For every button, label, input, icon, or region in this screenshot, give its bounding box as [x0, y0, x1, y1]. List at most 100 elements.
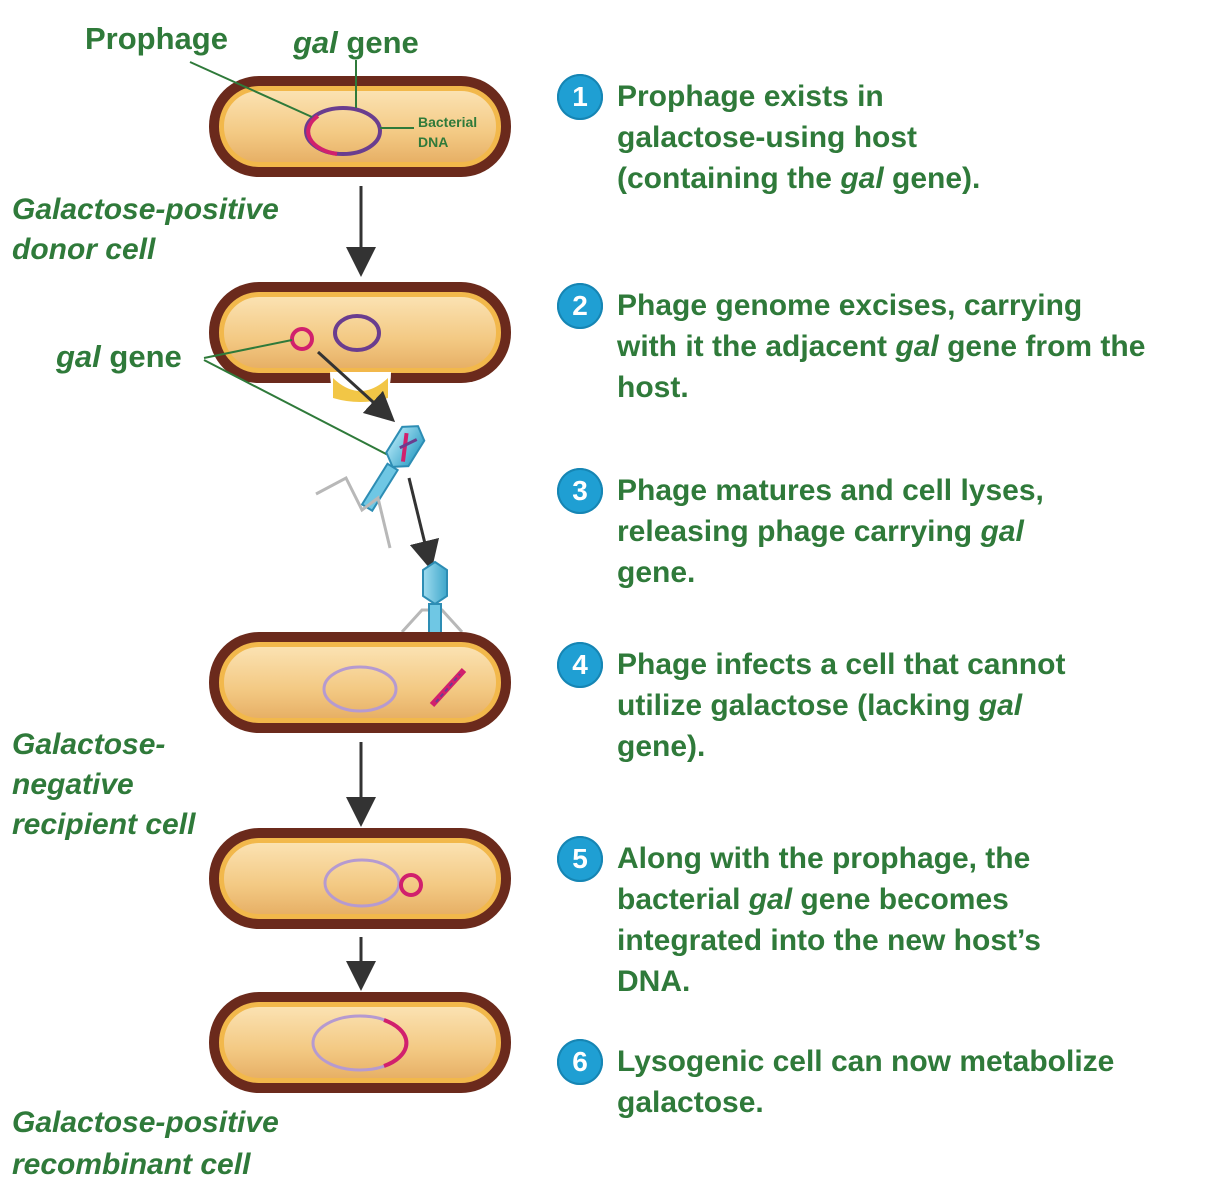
- excised-phage-dna: [290, 327, 314, 351]
- bacterial-dna-ring: [323, 858, 401, 908]
- donor-caption-line-1: Galactose-positive: [12, 193, 279, 226]
- gal-gene-label-side: gal gene: [56, 338, 182, 375]
- step-number-badge: 2: [557, 283, 603, 329]
- step-number-badge: 5: [557, 836, 603, 882]
- step-text-run: gene.: [617, 556, 696, 589]
- step-line: gene).: [617, 726, 1065, 767]
- bacterial-dna-ring: [304, 106, 382, 156]
- step-text-run: galactose-using host: [617, 121, 918, 154]
- injected-phage-dna-inner: [435, 673, 461, 703]
- gal-italic: gal: [748, 883, 793, 916]
- prophage-segment: [306, 114, 338, 156]
- step-text-run: DNA.: [617, 965, 691, 998]
- step-text-run: host.: [617, 371, 689, 404]
- phage-tail-fibers: [315, 475, 392, 549]
- gal-italic: gal: [56, 339, 101, 374]
- step-text: Along with the prophage, the bacterial ga…: [617, 838, 1041, 1002]
- gal-gene-side-leader-2: [203, 359, 391, 457]
- step-text-run: Phage matures and cell lyses,: [617, 474, 1044, 507]
- step-line: bacterial gal gene becomes: [617, 879, 1041, 920]
- step-2: 2 Phage genome excises, carrying with it …: [557, 283, 1225, 408]
- step-text-run: Prophage exists in: [617, 80, 884, 113]
- step-text: Lysogenic cell can now metabolize galacto…: [617, 1041, 1114, 1123]
- step-text: Phage matures and cell lyses, releasing p…: [617, 470, 1044, 593]
- step-1: 1 Prophage exists in galactose-using host…: [557, 74, 1225, 199]
- recipient-cell: [209, 632, 511, 733]
- step-line: Prophage exists in: [617, 76, 980, 117]
- donor-caption-line-2: donor cell: [12, 233, 156, 266]
- step-text-run: releasing phage carrying: [617, 515, 981, 548]
- recombinant-caption: Galactose-positive recombinant cell: [12, 1102, 279, 1186]
- phage-gal-circle: [399, 873, 423, 897]
- gal-italic: gal: [895, 330, 939, 363]
- released-phage: [360, 425, 426, 513]
- step-5: 5 Along with the prophage, the bacterial …: [557, 836, 1225, 1002]
- step-line: DNA.: [617, 961, 1041, 1002]
- step-line: galactose-using host: [617, 117, 980, 158]
- step-line: releasing phage carrying gal: [617, 511, 1044, 552]
- step-text-run: Along with the prophage, the: [617, 842, 1031, 875]
- step-text-run: galactose.: [617, 1086, 764, 1119]
- step-text: Phage infects a cell that cannot utilize …: [617, 644, 1065, 767]
- step-text-run: gene).: [617, 730, 706, 763]
- step-text-run: integrated into the new host’s: [617, 924, 1041, 957]
- donor-caption: Galactose-positive donor cell: [12, 190, 279, 270]
- step-text-run: gene becomes: [792, 883, 1009, 916]
- step-line: host.: [617, 367, 1145, 408]
- gal-gene-label-top: gal gene: [293, 24, 419, 61]
- recombinant-cell: [209, 992, 511, 1093]
- bacterial-dna-line-1: Bacterial: [418, 114, 478, 130]
- gal-italic: gal: [978, 689, 1023, 722]
- gene-word: gene: [337, 25, 419, 60]
- step-text: Prophage exists in galactose-using host (c…: [617, 76, 980, 199]
- recombinant-caption-line-1: Galactose-positive: [12, 1106, 279, 1139]
- step-line: utilize galactose (lacking gal: [617, 685, 1065, 726]
- step-text-run: Phage infects a cell that cannot: [617, 648, 1066, 681]
- step-line: Along with the prophage, the: [617, 838, 1041, 879]
- integrated-prophage-segment: [383, 1018, 409, 1068]
- step-line: (containing the gal gene).: [617, 158, 980, 199]
- step-line: Lysogenic cell can now metabolize: [617, 1041, 1114, 1082]
- step-line: galactose.: [617, 1082, 1114, 1123]
- recombinant-caption-line-2: recombinant cell: [12, 1148, 251, 1181]
- step-line: integrated into the new host’s: [617, 920, 1041, 961]
- step-6: 6 Lysogenic cell can now metabolize galac…: [557, 1039, 1225, 1123]
- arrow-to-recipient: [407, 477, 440, 571]
- bacterial-dna-ring: [333, 314, 381, 352]
- recipient-caption: Galactose- negative recipient cell: [12, 725, 195, 845]
- step-3: 3 Phage matures and cell lyses, releasing…: [557, 468, 1225, 593]
- gal-italic: gal: [293, 25, 338, 60]
- step-text: Phage genome excises, carrying with it th…: [617, 285, 1145, 408]
- step-number-badge: 1: [557, 74, 603, 120]
- step-line: gene.: [617, 552, 1044, 593]
- arrow-release: [316, 350, 396, 423]
- gal-italic: gal: [980, 515, 1024, 548]
- step-line: Phage matures and cell lyses,: [617, 470, 1044, 511]
- gal-gene-side-leader-1: [203, 339, 293, 359]
- integrating-cell: [209, 828, 511, 929]
- recipient-caption-line-2: negative: [12, 768, 134, 801]
- step-text-run: gene from the: [938, 330, 1146, 363]
- step-line: with it the adjacent gal gene from the: [617, 326, 1145, 367]
- prophage-label: Prophage: [85, 21, 228, 56]
- step-text-run: bacterial: [617, 883, 749, 916]
- step-text-run: Lysogenic cell can now metabolize: [617, 1045, 1115, 1078]
- step-text-run: with it the adjacent: [617, 330, 896, 363]
- bacterial-dna-line-2: DNA: [418, 134, 449, 150]
- lysing-cell: [209, 282, 511, 402]
- step-line: Phage infects a cell that cannot: [617, 644, 1065, 685]
- step-text-run: gene).: [883, 162, 981, 195]
- step-number-badge: 3: [557, 468, 603, 514]
- step-number-badge: 6: [557, 1039, 603, 1085]
- recipient-caption-line-3: recipient cell: [12, 808, 196, 841]
- step-text-run: Phage genome excises, carrying: [617, 289, 1083, 322]
- gene-word: gene: [100, 339, 182, 374]
- step-line: Phage genome excises, carrying: [617, 285, 1145, 326]
- step-number-badge: 4: [557, 642, 603, 688]
- gal-italic: gal: [840, 162, 884, 195]
- bacterial-dna-ring: [322, 665, 398, 713]
- step-text-run: utilize galactose (lacking: [617, 689, 979, 722]
- step-text-run: (containing the: [617, 162, 841, 195]
- bacterial-dna-label: Bacterial DNA: [418, 112, 477, 152]
